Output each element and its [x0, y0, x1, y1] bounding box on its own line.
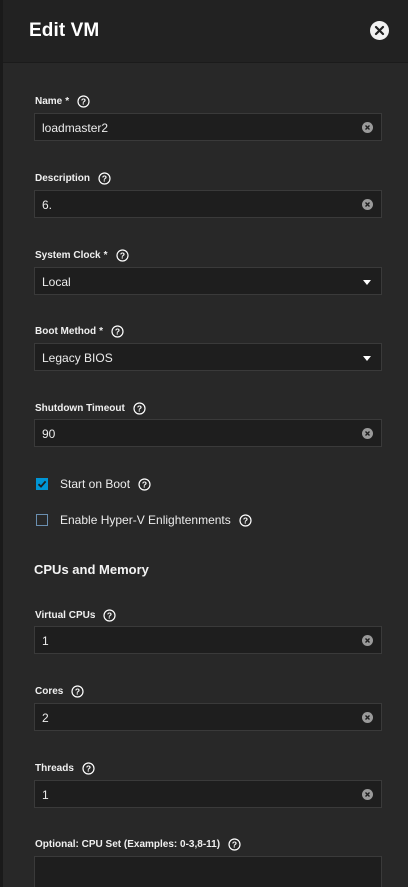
- help-icon[interactable]: ?: [98, 172, 111, 185]
- clear-icon[interactable]: [362, 789, 373, 800]
- svg-text:?: ?: [243, 515, 248, 525]
- shutdown-timeout-label: Shutdown Timeout ?: [35, 402, 146, 415]
- required-marker: *: [103, 250, 108, 261]
- description-value: 6.: [42, 198, 53, 212]
- description-label: Description ?: [35, 172, 111, 185]
- clear-icon[interactable]: [362, 428, 373, 439]
- cores-label: Cores ?: [35, 685, 84, 698]
- hyperv-label: Enable Hyper-V Enlightenments: [60, 513, 231, 527]
- help-icon[interactable]: ?: [82, 762, 95, 775]
- close-icon: [374, 25, 385, 36]
- virtual-cpus-label-text: Virtual CPUs: [35, 610, 96, 621]
- hyperv-checkbox[interactable]: [36, 514, 48, 526]
- name-label: Name * ?: [35, 95, 90, 108]
- cpu-set-label: Optional: CPU Set (Examples: 0-3,8-11) ?: [35, 838, 241, 851]
- system-clock-select[interactable]: Local: [34, 267, 382, 295]
- svg-text:?: ?: [119, 251, 124, 261]
- system-clock-label-text: System Clock: [35, 250, 101, 261]
- svg-text:?: ?: [81, 97, 86, 107]
- dialog-title: Edit VM: [29, 20, 100, 41]
- start-on-boot-checkbox[interactable]: [36, 478, 48, 490]
- help-icon[interactable]: ?: [133, 402, 146, 415]
- virtual-cpus-label: Virtual CPUs ?: [35, 609, 116, 622]
- cpu-set-label-text: Optional: CPU Set (Examples: 0-3,8-11): [35, 839, 221, 850]
- svg-text:?: ?: [86, 764, 91, 774]
- shutdown-timeout-input[interactable]: 90: [34, 419, 382, 447]
- description-input[interactable]: 6.: [34, 190, 382, 218]
- cores-value: 2: [42, 711, 49, 725]
- hyperv-row: Enable Hyper-V Enlightenments ?: [36, 513, 252, 527]
- help-icon[interactable]: ?: [111, 325, 124, 338]
- boot-method-select[interactable]: Legacy BIOS: [34, 343, 382, 371]
- svg-text:?: ?: [75, 687, 80, 697]
- system-clock-label: System Clock * ?: [35, 249, 129, 262]
- cores-label-text: Cores: [35, 686, 64, 697]
- help-icon[interactable]: ?: [239, 513, 252, 527]
- name-label-text: Name: [35, 96, 63, 107]
- help-icon[interactable]: ?: [138, 477, 151, 491]
- required-marker: *: [65, 96, 70, 107]
- panel-edge: [0, 0, 3, 887]
- boot-method-label-text: Boot Method: [35, 326, 97, 337]
- clear-icon[interactable]: [362, 635, 373, 646]
- name-input[interactable]: loadmaster2: [34, 113, 382, 141]
- virtual-cpus-input[interactable]: 1: [34, 626, 382, 654]
- svg-text:?: ?: [142, 479, 147, 489]
- boot-method-label: Boot Method * ?: [35, 325, 124, 338]
- threads-label: Threads ?: [35, 762, 95, 775]
- shutdown-timeout-value: 90: [42, 427, 56, 441]
- name-value: loadmaster2: [42, 121, 109, 135]
- section-title: CPUs and Memory: [34, 562, 149, 577]
- start-on-boot-label: Start on Boot: [60, 477, 131, 491]
- clear-icon[interactable]: [362, 199, 373, 210]
- virtual-cpus-value: 1: [42, 634, 49, 648]
- threads-label-text: Threads: [35, 763, 74, 774]
- threads-value: 1: [42, 788, 49, 802]
- shutdown-timeout-label-text: Shutdown Timeout: [35, 403, 125, 414]
- boot-method-value: Legacy BIOS: [42, 351, 113, 365]
- cores-input[interactable]: 2: [34, 703, 382, 731]
- help-icon[interactable]: ?: [228, 838, 241, 851]
- svg-text:?: ?: [102, 174, 107, 184]
- close-button[interactable]: [370, 21, 389, 40]
- help-icon[interactable]: ?: [103, 609, 116, 622]
- svg-text:?: ?: [107, 611, 112, 621]
- help-icon[interactable]: ?: [77, 95, 90, 108]
- clear-icon[interactable]: [362, 712, 373, 723]
- required-marker: *: [99, 326, 103, 337]
- cpu-set-input[interactable]: [34, 856, 382, 887]
- help-icon[interactable]: ?: [115, 249, 129, 262]
- svg-text:?: ?: [232, 840, 237, 850]
- dialog-header: Edit VM: [3, 0, 408, 63]
- svg-text:?: ?: [115, 327, 120, 337]
- threads-input[interactable]: 1: [34, 780, 382, 808]
- svg-text:?: ?: [137, 404, 142, 414]
- caret-down-icon: [363, 280, 371, 285]
- caret-down-icon: [363, 356, 371, 361]
- start-on-boot-row: Start on Boot ?: [36, 477, 151, 491]
- description-label-text: Description: [35, 173, 91, 184]
- system-clock-value: Local: [42, 275, 71, 289]
- help-icon[interactable]: ?: [71, 685, 84, 698]
- clear-icon[interactable]: [362, 122, 373, 133]
- checkmark-icon: [37, 480, 47, 488]
